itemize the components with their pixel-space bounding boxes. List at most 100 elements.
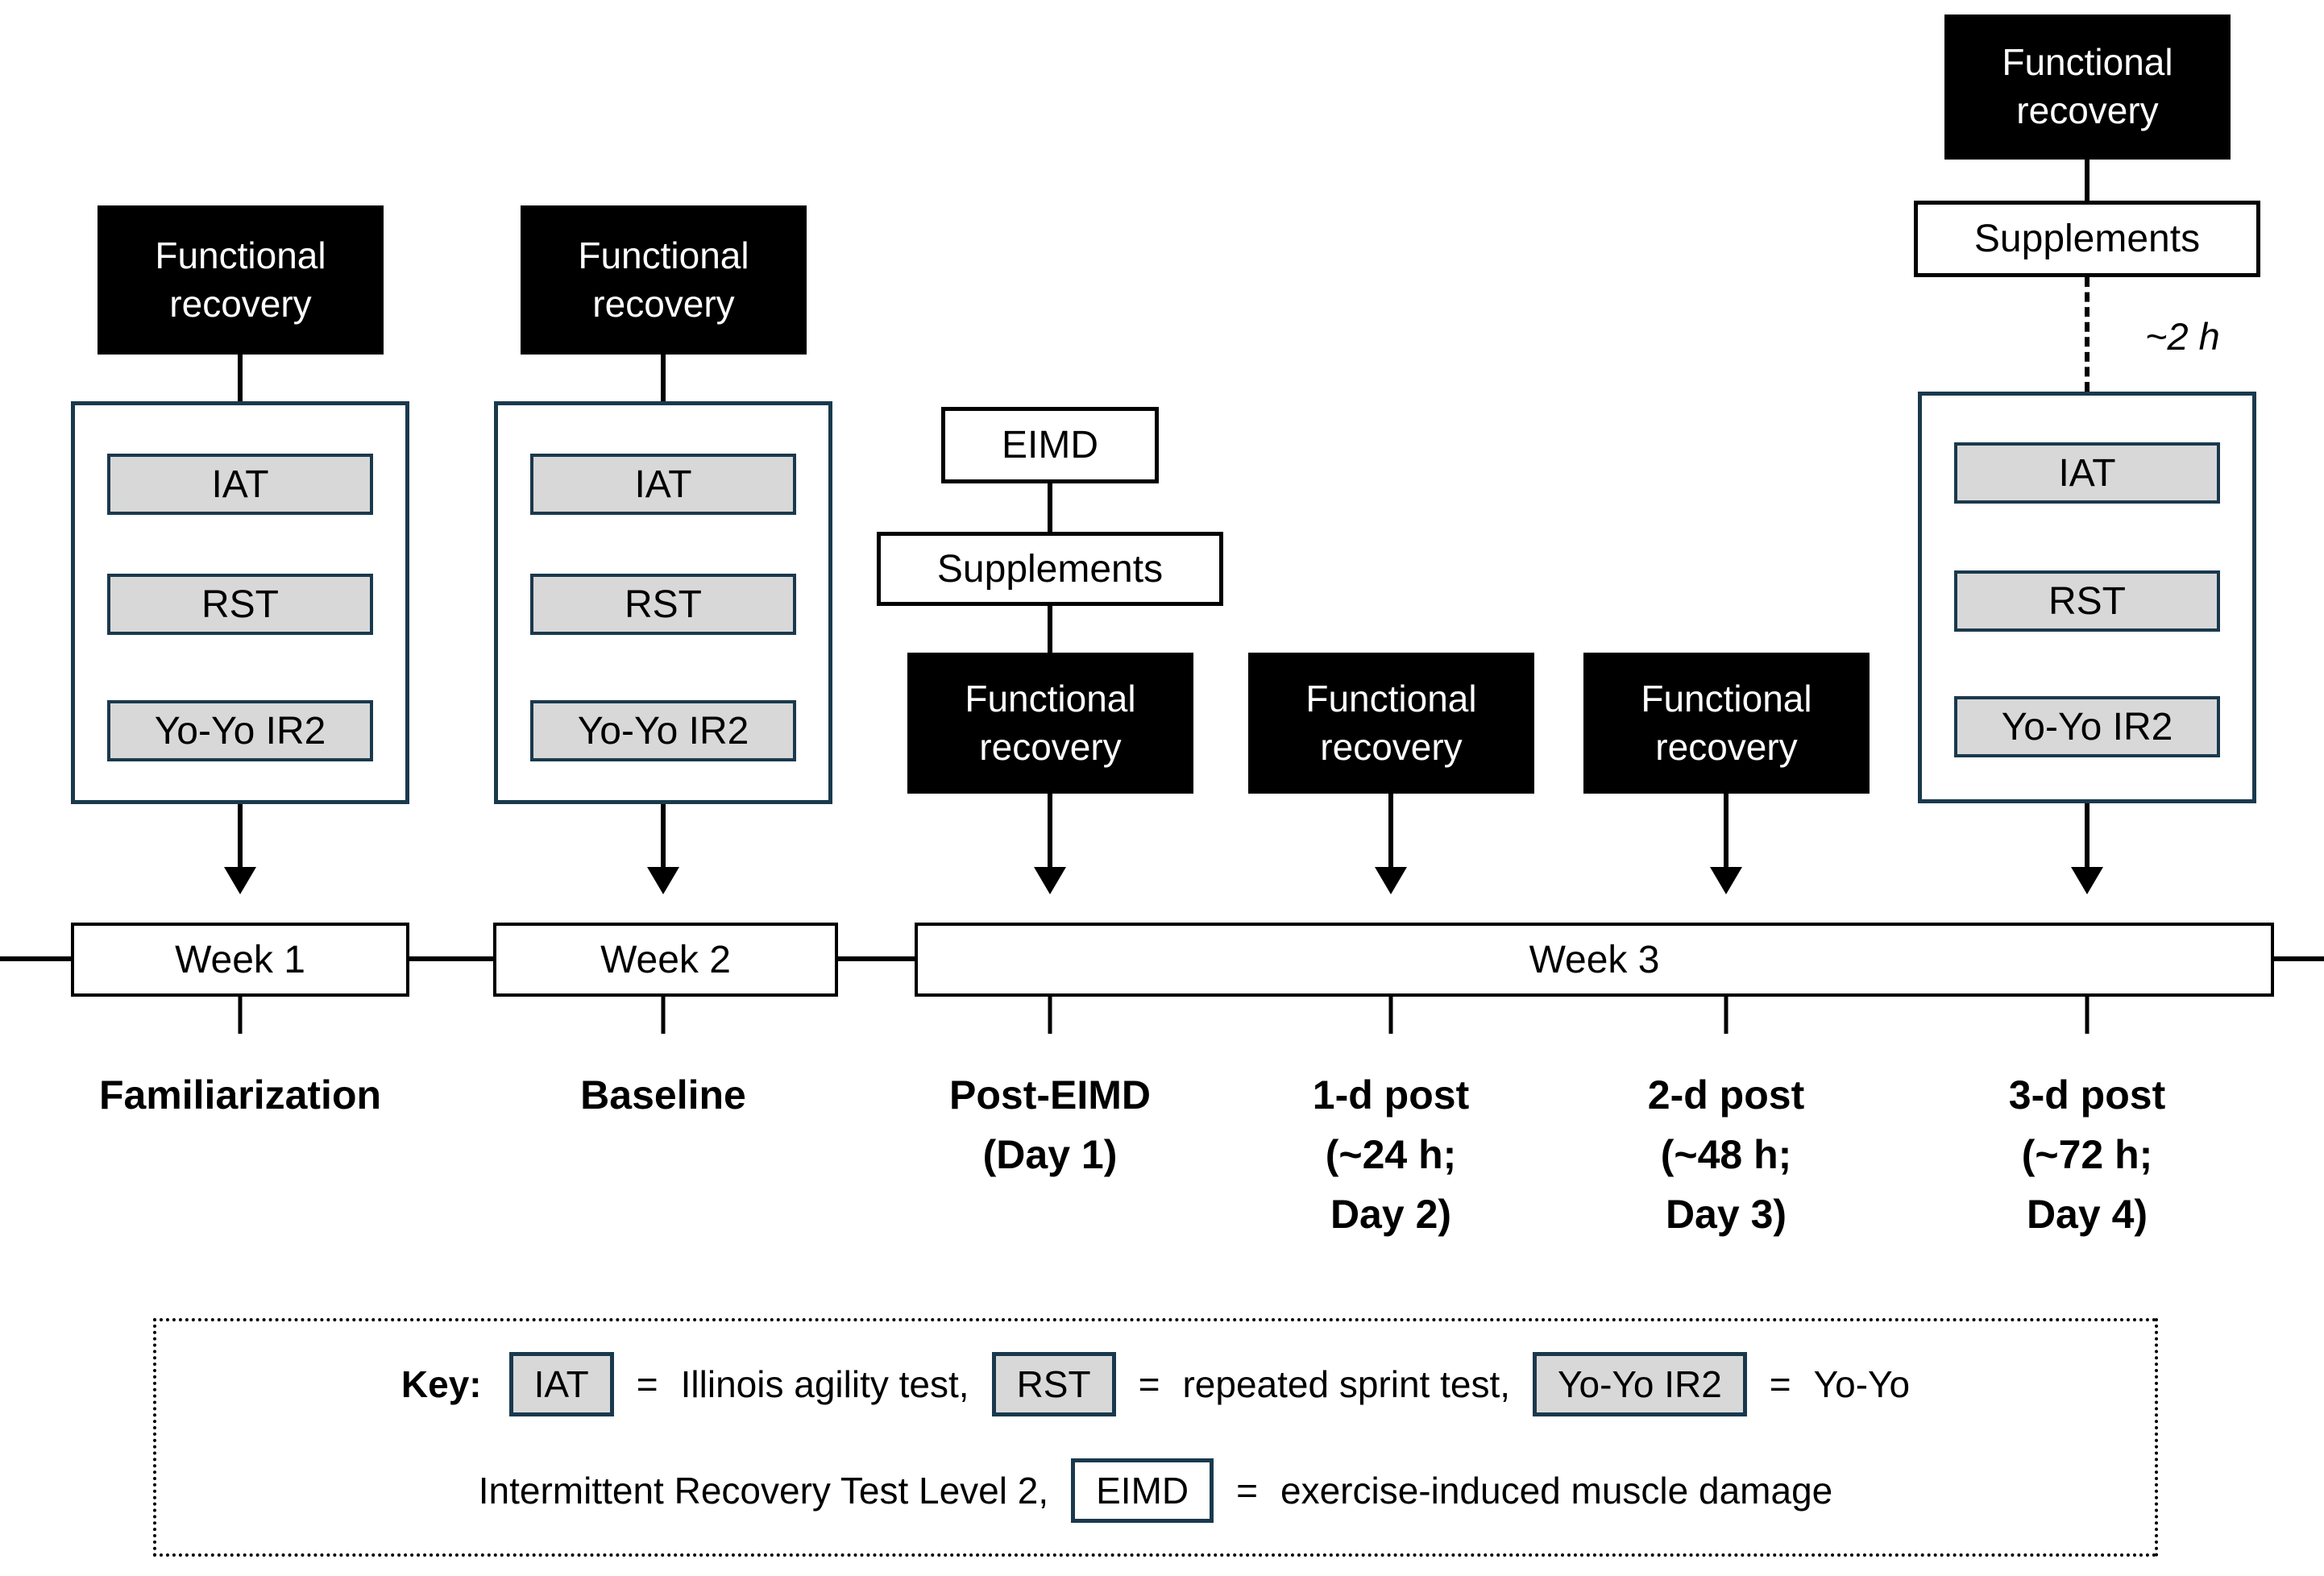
label-posteimd: Post-EIMD (Day 1) — [949, 1065, 1151, 1184]
key-yoyo-definition-continued: Intermittent Recovery Test Level 2, — [478, 1470, 1049, 1512]
rst-label: RST — [625, 583, 702, 626]
connector-line — [1048, 482, 1052, 533]
yoyo-box-familiarization: Yo-Yo IR2 — [107, 700, 373, 761]
tick-1dpost — [1388, 997, 1393, 1034]
label-1dpost: 1-d post (~24 h; Day 2) — [1313, 1065, 1469, 1244]
functional-recovery-box-baseline: Functional recovery — [521, 205, 807, 355]
yoyo-label: Yo-Yo IR2 — [154, 709, 326, 753]
yoyo-label: Yo-Yo IR2 — [2001, 705, 2173, 749]
label-line: Familiarization — [98, 1072, 382, 1118]
label-2dpost: 2-d post (~48 h; Day 3) — [1648, 1065, 1804, 1244]
label-baseline: Baseline — [580, 1065, 746, 1125]
arrow-head-2dpost — [1710, 867, 1742, 894]
key-box: Key: IAT = Illinois agility test, RST = … — [153, 1318, 2158, 1557]
equals-sign: = — [1138, 1363, 1160, 1405]
label-line: (Day 1) — [982, 1132, 1118, 1177]
label-line: Day 2) — [1330, 1192, 1452, 1237]
rst-label: RST — [2048, 579, 2126, 623]
functional-recovery-label-line2: recovery — [1655, 725, 1798, 768]
key-rst-chip: RST — [991, 1352, 1116, 1416]
key-iat-chip: IAT — [508, 1352, 614, 1416]
functional-recovery-box-familiarization: Functional recovery — [98, 205, 384, 355]
iat-label: IAT — [211, 462, 269, 506]
iat-box-familiarization: IAT — [107, 454, 373, 515]
tick-familiarization — [238, 997, 243, 1034]
equals-sign: = — [1769, 1363, 1791, 1405]
iat-label: IAT — [634, 462, 692, 506]
tick-baseline — [661, 997, 666, 1034]
arrow-line-baseline — [661, 804, 666, 869]
key-row-2: Intermittent Recovery Test Level 2, EIMD… — [478, 1458, 1832, 1523]
functional-recovery-label-line2: recovery — [2016, 89, 2159, 131]
functional-recovery-label-line1: Functional — [1641, 677, 1812, 720]
key-eimd-chip: EIMD — [1071, 1458, 1214, 1523]
functional-recovery-label-line2: recovery — [1320, 725, 1463, 768]
rst-box-familiarization: RST — [107, 574, 373, 635]
functional-recovery-label-line1: Functional — [578, 234, 749, 276]
iat-label: IAT — [2058, 451, 2116, 495]
functional-recovery-box-1dpost: Functional recovery — [1248, 653, 1534, 794]
functional-recovery-box-2dpost: Functional recovery — [1583, 653, 1870, 794]
yoyo-label: Yo-Yo IR2 — [577, 709, 749, 753]
connector-line — [1048, 604, 1052, 654]
key-title: Key: — [400, 1363, 482, 1405]
key-iat-definition: Illinois agility test, — [680, 1363, 969, 1405]
arrow-line-2dpost — [1724, 794, 1728, 869]
iat-box-baseline: IAT — [530, 454, 796, 515]
label-3dpost: 3-d post (~72 h; Day 4) — [2009, 1065, 2165, 1244]
eimd-box: EIMD — [941, 407, 1159, 483]
arrow-head-1dpost — [1375, 867, 1407, 894]
rst-box-baseline: RST — [530, 574, 796, 635]
week1-label: Week 1 — [175, 938, 305, 981]
label-line: (~72 h; — [2021, 1132, 2153, 1177]
label-line: (~24 h; — [1325, 1132, 1457, 1177]
functional-recovery-box-3dpost: Functional recovery — [1944, 15, 2231, 160]
connector-line — [2085, 158, 2090, 202]
arrow-line-1dpost — [1388, 794, 1393, 869]
equals-sign: = — [636, 1363, 658, 1405]
functional-recovery-label-line2: recovery — [979, 725, 1122, 768]
label-line: (~48 h; — [1660, 1132, 1792, 1177]
timeline-bar-week2: Week 2 — [493, 923, 838, 997]
arrow-head-3dpost — [2071, 867, 2103, 894]
connector-line — [238, 353, 243, 403]
key-rst-definition: repeated sprint test, — [1182, 1363, 1511, 1405]
arrow-head-posteimd — [1034, 867, 1066, 894]
dashed-delay-connector — [2085, 277, 2090, 392]
supplements-box-day1: Supplements — [877, 532, 1223, 606]
tick-2dpost — [1724, 997, 1728, 1034]
delay-annotation: ~2 h — [2145, 315, 2220, 358]
rst-box-3dpost: RST — [1954, 570, 2220, 632]
arrow-line-familiarization — [238, 804, 243, 869]
arrow-head-baseline — [647, 867, 679, 894]
tick-3dpost — [2085, 997, 2090, 1034]
label-line: 2-d post — [1647, 1072, 1805, 1118]
label-line: 3-d post — [2008, 1072, 2166, 1118]
week3-label: Week 3 — [1529, 938, 1660, 981]
functional-recovery-label-line2: recovery — [592, 282, 735, 325]
key-yoyo-definition: Yo-Yo — [1813, 1363, 1911, 1405]
connector-line — [661, 353, 666, 403]
timeline-bar-week1: Week 1 — [71, 923, 409, 997]
functional-recovery-label-line2: recovery — [169, 282, 312, 325]
timeline-bar-week3: Week 3 — [915, 923, 2274, 997]
iat-box-3dpost: IAT — [1954, 442, 2220, 504]
label-line: Day 4) — [2026, 1192, 2148, 1237]
functional-recovery-box-posteimd: Functional recovery — [907, 653, 1193, 794]
functional-recovery-label-line1: Functional — [155, 234, 326, 276]
eimd-label: EIMD — [1002, 424, 1098, 467]
supplements-box-day4: Supplements — [1914, 201, 2260, 277]
equals-sign: = — [1236, 1470, 1258, 1512]
label-line: Post-EIMD — [949, 1072, 1151, 1118]
supplements-label: Supplements — [936, 547, 1164, 591]
label-line: 1-d post — [1312, 1072, 1470, 1118]
key-row-1: Key: IAT = Illinois agility test, RST = … — [401, 1352, 1910, 1416]
arrow-line-3dpost — [2085, 803, 2090, 869]
week2-label: Week 2 — [600, 938, 731, 981]
yoyo-box-3dpost: Yo-Yo IR2 — [1954, 696, 2220, 757]
supplements-label: Supplements — [1973, 218, 2201, 260]
rst-label: RST — [201, 583, 279, 626]
label-line: Day 3) — [1665, 1192, 1787, 1237]
yoyo-box-baseline: Yo-Yo IR2 — [530, 700, 796, 761]
